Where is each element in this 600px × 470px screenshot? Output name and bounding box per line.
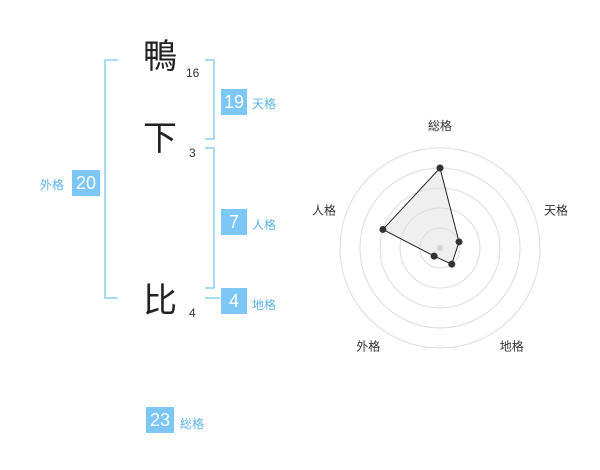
radar-axis-label-0: 総格 [428,118,452,133]
radar-point-0 [436,164,444,172]
radar-ring-2 [399,207,481,289]
stroke-count-2: 3 [189,146,196,160]
radar-center [437,245,443,251]
jinkaku-label: 人格 [252,218,277,232]
radar-axis-label-3: 外格 [356,339,380,354]
stroke-count-1: 16 [186,66,200,80]
radar-axis-label-4: 人格 [312,202,336,217]
name-char-1: 鴨 [143,37,177,77]
tenkaku-label: 天格 [252,97,277,111]
radar-point-2 [448,260,456,268]
name-char-2: 下 [143,119,177,159]
radar-point-4 [379,225,387,233]
radar-axis-label-2: 地格 [500,339,524,354]
gaikaku-label: 外格 [40,178,65,192]
radar-point-3 [430,252,438,260]
radar-ring-5 [339,147,541,349]
radar-axis-label-1: 天格 [544,202,568,217]
chikaku-label: 地格 [252,298,277,312]
name-char-3: 比 [143,281,177,321]
soukaku-value: 23 [146,407,174,433]
radar-ring-3 [379,187,501,309]
radar-series-polygon [382,166,460,265]
gaikaku-value: 20 [72,170,100,196]
chikaku-value: 4 [221,288,247,314]
radar-ring-1 [419,227,461,269]
jinkaku-value: 7 [221,209,247,235]
radar-point-1 [455,238,463,246]
stroke-count-3: 4 [189,306,196,320]
tenkaku-value: 19 [221,89,247,115]
soukaku-label: 総格 [180,417,205,431]
